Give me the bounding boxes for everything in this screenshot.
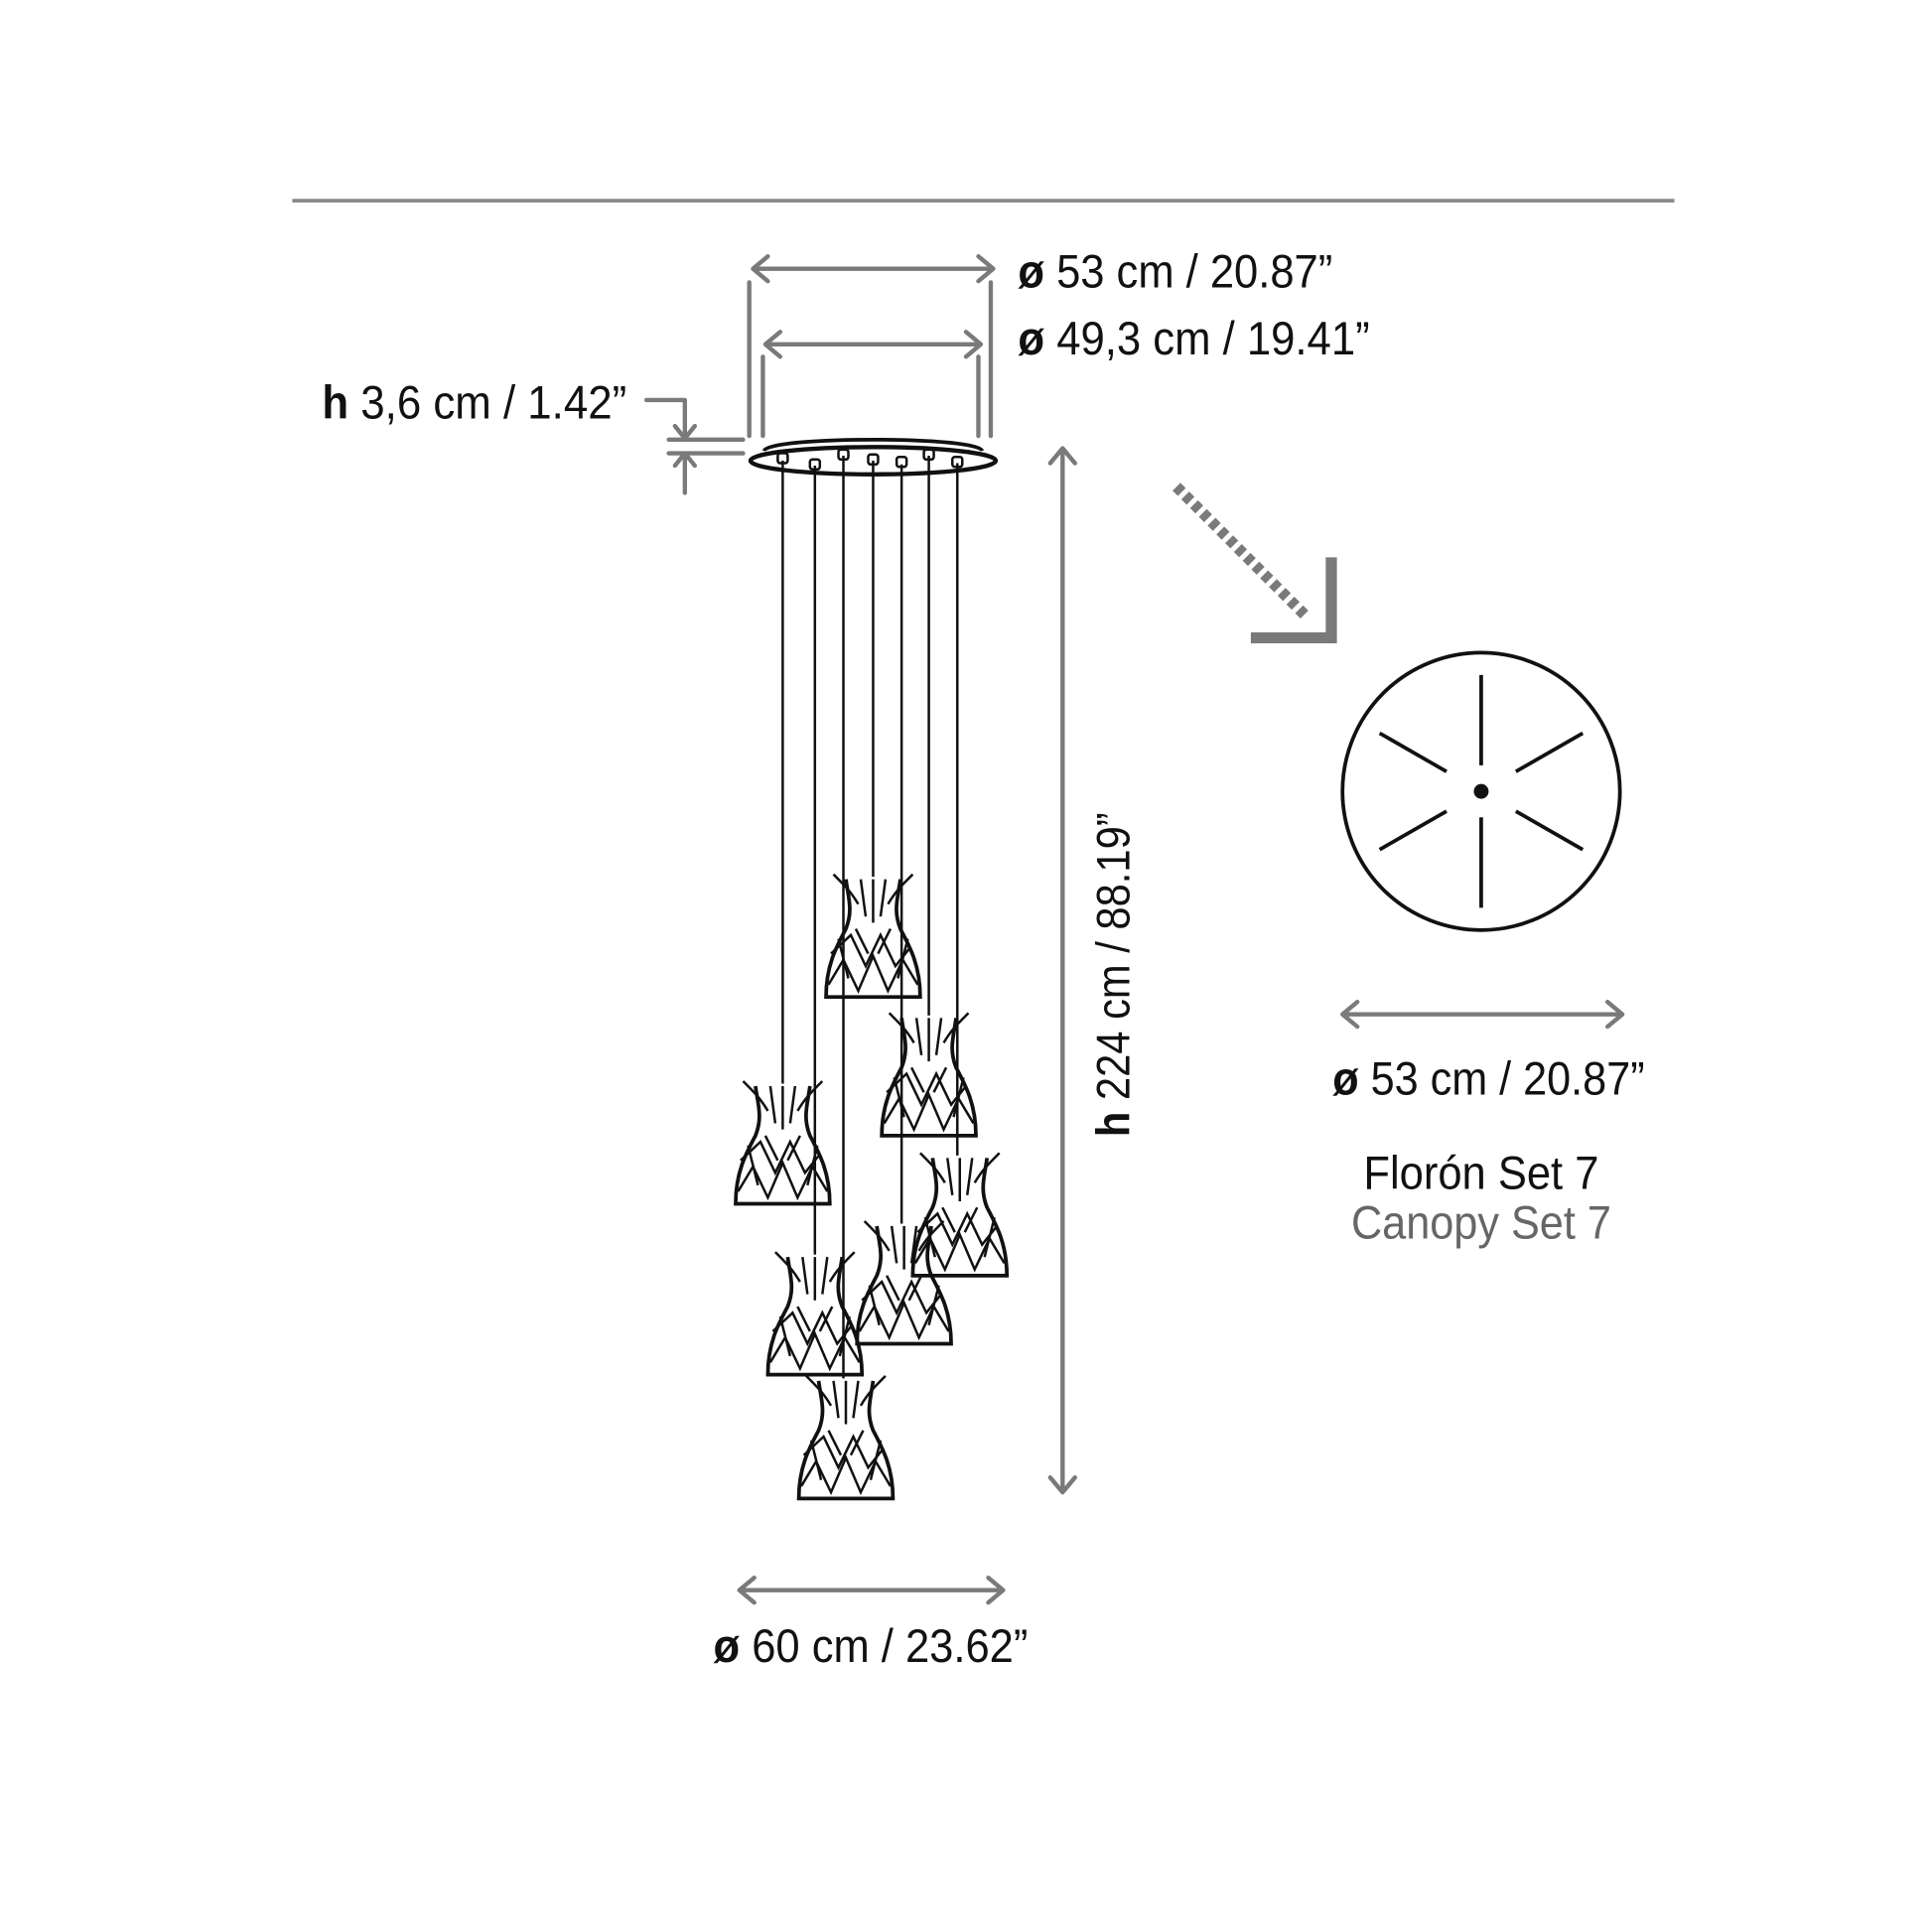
pendant-shade xyxy=(765,1250,865,1377)
canopy-inner-dimension: ø 49,3 cm / 19.41” xyxy=(760,313,1370,439)
canopy-view-title: Florón Set 7 xyxy=(1363,1148,1598,1200)
canopy-inner-value: 49,3 cm / 19.41” xyxy=(1056,313,1369,365)
pendant-shade xyxy=(855,1219,953,1346)
diameter-symbol: ø xyxy=(1018,313,1044,365)
svg-text:ø 53 cm / 20.87”: ø 53 cm / 20.87” xyxy=(1332,1053,1644,1106)
canopy-view-diameter-dimension: ø 53 cm / 20.87” xyxy=(1332,999,1645,1106)
diameter-symbol: ø xyxy=(1332,1053,1358,1106)
canopy-view-diameter-value: 53 cm / 20.87” xyxy=(1371,1053,1645,1106)
svg-text:ø 53 cm / 20.87”: ø 53 cm / 20.87” xyxy=(1018,245,1332,298)
svg-text:h 224 cm / 88.19”: h 224 cm / 88.19” xyxy=(1088,812,1141,1137)
height-symbol: h xyxy=(1088,1112,1141,1137)
pendant-shade xyxy=(880,1011,978,1138)
height-symbol: h xyxy=(322,377,348,430)
total-height-dimension: h 224 cm / 88.19” xyxy=(1047,446,1141,1495)
pendant-shades xyxy=(734,872,1010,1501)
svg-text:h 3,6 cm / 1.42”: h 3,6 cm / 1.42” xyxy=(322,377,626,430)
suspension-cables xyxy=(776,448,964,1379)
total-height-value: 224 cm / 88.19” xyxy=(1088,812,1141,1100)
diameter-symbol: ø xyxy=(714,1620,741,1673)
canopy-top-view xyxy=(1340,650,1622,932)
pendant-shade xyxy=(824,872,922,1000)
pendant-shade xyxy=(796,1374,896,1501)
view-direction-arrow-icon xyxy=(1173,483,1337,644)
canopy-outer-value: 53 cm / 20.87” xyxy=(1056,245,1332,298)
canopy-height-dimension: h 3,6 cm / 1.42” xyxy=(322,377,746,495)
canopy-height-value: 3,6 cm / 1.42” xyxy=(360,377,626,430)
spread-diameter-value: 60 cm / 23.62” xyxy=(752,1620,1028,1673)
svg-text:ø 60 cm / 23.62”: ø 60 cm / 23.62” xyxy=(714,1620,1029,1673)
canopy-view-subtitle: Canopy Set 7 xyxy=(1351,1196,1611,1249)
canopy-outer-dimension: ø 53 cm / 20.87” xyxy=(747,245,1332,439)
diameter-symbol: ø xyxy=(1018,245,1044,298)
spread-diameter-dimension: ø 60 cm / 23.62” xyxy=(714,1576,1029,1673)
svg-text:ø 49,3 cm / 19.41”: ø 49,3 cm / 19.41” xyxy=(1018,313,1369,365)
